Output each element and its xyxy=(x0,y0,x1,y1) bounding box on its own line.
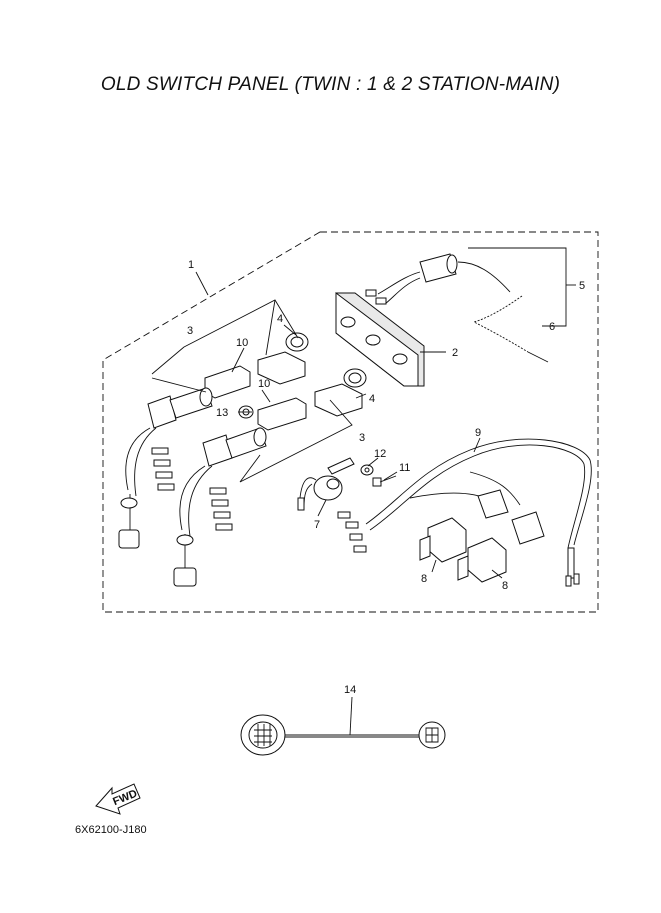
bracket-upper[interactable] xyxy=(204,351,306,399)
washer[interactable] xyxy=(360,464,374,476)
callout-2: 2 xyxy=(452,347,458,359)
bolt[interactable] xyxy=(372,475,397,487)
callout-12: 12 xyxy=(374,448,386,460)
callout-4-upper: 4 xyxy=(277,313,283,325)
assembly-outline xyxy=(102,231,599,613)
callout-13: 13 xyxy=(216,407,228,419)
callout-5: 5 xyxy=(579,280,585,292)
main-switch-lower[interactable] xyxy=(173,427,267,587)
fwd-arrow-icon xyxy=(95,783,141,815)
callout-11: 11 xyxy=(399,462,410,474)
main-switch-upper[interactable] xyxy=(118,387,213,549)
callout-3-upper: 3 xyxy=(187,325,193,337)
leader-lines xyxy=(151,247,576,736)
diagram-code: 6X62100-J180 xyxy=(75,824,147,836)
emergency-stop-switch[interactable] xyxy=(365,253,458,305)
callout-8-upper: 8 xyxy=(421,573,427,585)
callout-6: 6 xyxy=(549,321,555,333)
extension-cable[interactable] xyxy=(240,714,446,756)
relay-lower[interactable] xyxy=(457,537,507,583)
cap-lower[interactable] xyxy=(343,368,367,388)
callout-7: 7 xyxy=(314,519,320,531)
diagram-title: OLD SWITCH PANEL (TWIN : 1 & 2 STATION-M… xyxy=(100,74,561,95)
callout-3-lower: 3 xyxy=(359,432,365,444)
callout-10-lower: 10 xyxy=(258,378,270,390)
buzzer[interactable] xyxy=(297,457,355,511)
callout-4-lower: 4 xyxy=(369,393,375,405)
callout-1: 1 xyxy=(188,259,194,271)
callout-9: 9 xyxy=(475,427,481,439)
callout-14: 14 xyxy=(344,684,356,696)
switch-panel-plate[interactable] xyxy=(335,291,425,387)
bracket-lower[interactable] xyxy=(257,383,363,431)
lanyard-cord[interactable] xyxy=(457,261,549,363)
wire-harness[interactable] xyxy=(337,438,592,587)
relay-upper[interactable] xyxy=(419,517,467,563)
callout-8-lower: 8 xyxy=(502,580,508,592)
callout-10-upper: 10 xyxy=(236,337,248,349)
